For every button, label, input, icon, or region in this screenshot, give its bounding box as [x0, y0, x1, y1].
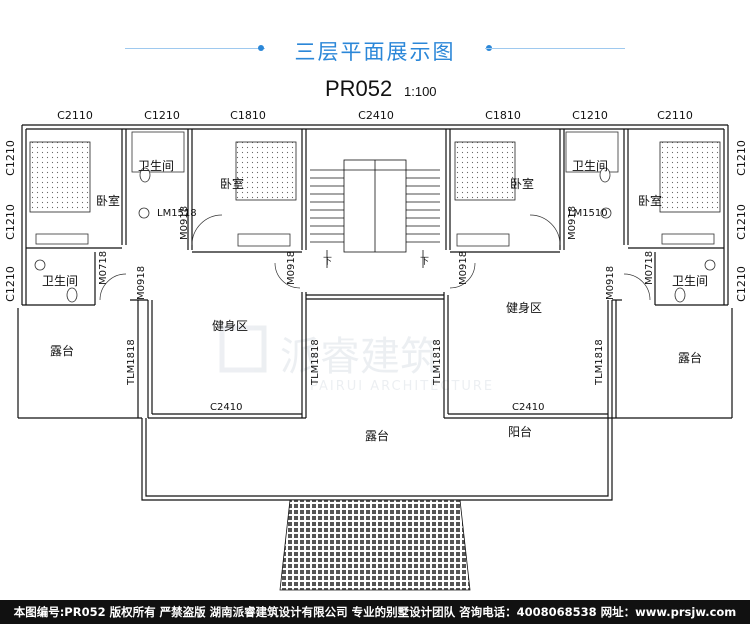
room-gym-1: 健身区: [212, 318, 248, 333]
label-c2410-right: C2410: [512, 402, 544, 413]
window-label-top-1: C2110: [57, 109, 93, 122]
window-label-right-1: C1210: [735, 140, 748, 176]
label-m0718-2: M0718: [644, 251, 655, 285]
label-tlm1818-4: TLM1818: [594, 339, 605, 386]
label-lm1510: LM1510: [568, 208, 608, 219]
room-terrace-2: 露台: [678, 350, 702, 365]
room-bath-4: 卫生间: [672, 274, 708, 288]
window-label-left-3: C1210: [4, 266, 17, 302]
room-bath-1: 卫生间: [138, 159, 174, 173]
side-window-labels: C1210 C1210 C1210 C1210 C1210 C1210: [4, 140, 748, 302]
label-m0918-6: M0918: [605, 266, 616, 300]
room-bath-3: 卫生间: [42, 274, 78, 288]
opening-labels: LM1518 LM1510 C2410 C2410 下 下 M0918 M091…: [98, 206, 655, 413]
window-label-left-2: C1210: [4, 204, 17, 240]
label-tlm1818-2: TLM1818: [310, 339, 321, 386]
room-gym-2: 健身区: [506, 300, 542, 315]
label-m0918-4: M0918: [567, 206, 578, 240]
window-label-top-4: C2410: [358, 109, 394, 122]
furniture: [35, 131, 715, 247]
window-label-right-2: C1210: [735, 204, 748, 240]
window-label-top-5: C1810: [485, 109, 521, 122]
top-window-labels: C2110 C1210 C1810 C2410 C1810 C1210 C211…: [57, 109, 693, 122]
watermark-subtitle: PAIRUI ARCHITECTURE: [310, 379, 494, 394]
room-bedroom-3: 卧室: [510, 176, 534, 191]
watermark: 派睿建筑 PAIRUI ARCHITECTURE: [219, 325, 494, 394]
label-m0918-3: M0918: [458, 251, 469, 285]
fixtures: [34, 167, 716, 303]
room-terrace-1: 露台: [50, 343, 74, 358]
window-label-top-3: C1810: [230, 109, 266, 122]
plan-code: PR052: [325, 76, 393, 101]
window-label-right-3: C1210: [735, 266, 748, 302]
title-line-right: [485, 48, 625, 49]
window-label-top-6: C1210: [572, 109, 608, 122]
room-bedroom-4: 卧室: [638, 193, 662, 208]
beds: [29, 141, 721, 213]
walls: [17, 124, 733, 501]
room-bath-2: 卫生间: [572, 159, 608, 173]
label-m0918-1: M0918: [179, 206, 190, 240]
room-terrace-3: 露台: [365, 428, 389, 443]
title-dot-left: [258, 45, 264, 51]
floor-plan: 派睿建筑 PAIRUI ARCHITECTURE: [4, 109, 748, 591]
room-bedroom-1: 卧室: [96, 193, 120, 208]
staircase: [310, 159, 440, 268]
room-balcony: 阳台: [508, 424, 532, 439]
label-m0918-5: M0918: [136, 266, 147, 300]
room-bedroom-2: 卧室: [220, 176, 244, 191]
label-m0718-1: M0718: [98, 251, 109, 285]
label-lm1518: LM1518: [157, 208, 197, 219]
plan-scale: 1:100: [404, 84, 437, 99]
label-m0918-2: M0918: [286, 251, 297, 285]
entry-steps: [279, 499, 471, 591]
window-label-top-2: C1210: [144, 109, 180, 122]
window-label-top-7: C2110: [657, 109, 693, 122]
room-labels: 卧室 卧室 卧室 卧室 卫生间 卫生间 卫生间 卫生间 健身区 健身区 露台 露…: [42, 159, 708, 443]
label-down-right: 下: [420, 257, 429, 267]
window-label-left-1: C1210: [4, 140, 17, 176]
title-line-left: [125, 48, 265, 49]
label-down-left: 下: [323, 257, 332, 267]
label-tlm1818-1: TLM1818: [126, 339, 137, 386]
watermark-logo: [219, 325, 267, 373]
footer-bar: 本图编号:PR052 版权所有 严禁盗版 湖南派睿建筑设计有限公司 专业的别墅设…: [0, 600, 750, 624]
door-swings: [99, 214, 651, 301]
label-tlm1818-3: TLM1818: [432, 339, 443, 386]
page-title: 三层平面展示图: [294, 40, 456, 64]
label-c2410-left: C2410: [210, 402, 242, 413]
watermark-brand: 派睿建筑: [280, 334, 440, 380]
